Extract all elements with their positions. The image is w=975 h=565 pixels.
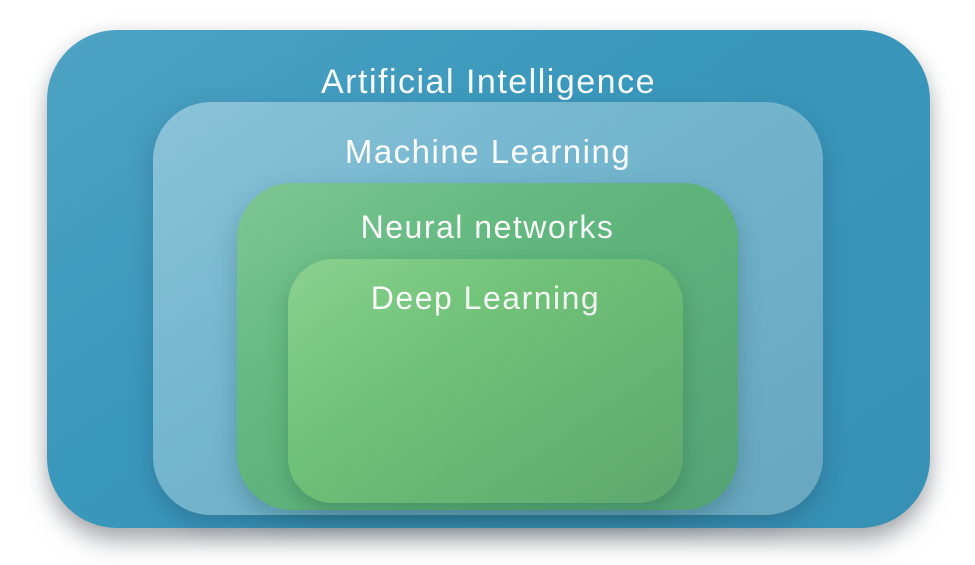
layer-label-neural-networks: Neural networks	[360, 209, 615, 245]
layer-artificial-intelligence: Artificial Intelligence Machine Learning…	[47, 30, 930, 528]
layer-machine-learning: Machine Learning Neural networks Deep Le…	[153, 102, 823, 515]
layer-neural-networks: Neural networks Deep Learning	[237, 183, 738, 510]
layer-label-artificial-intelligence: Artificial Intelligence	[321, 63, 656, 101]
layer-deep-learning: Deep Learning	[288, 259, 683, 503]
layer-label-deep-learning: Deep Learning	[370, 280, 601, 316]
layer-label-machine-learning: Machine Learning	[344, 133, 632, 170]
